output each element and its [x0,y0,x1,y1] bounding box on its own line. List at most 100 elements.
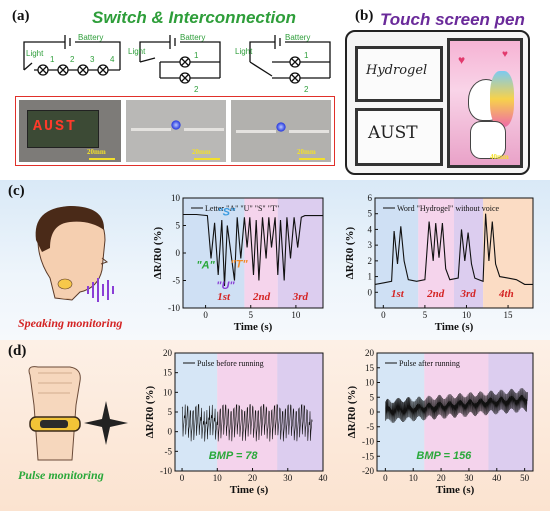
y-tick-label: 15 [365,363,375,373]
circuit-parallel [139,35,221,84]
segment-label: 4th [498,288,514,300]
y-tick-label: 20 [163,348,173,358]
bpm-annotation: BMP = 156 [416,450,472,462]
series-line [374,213,533,285]
lamp-2 [57,64,69,76]
circuit-3-light: Light [235,47,253,56]
x-tick-label: 30 [283,473,293,483]
y-axis-title: ΔR/R0 (%) [152,226,164,279]
circuit-3-node-2: 2 [304,85,309,94]
scale-line-3 [299,158,325,160]
series-line [183,213,323,287]
panel-a-title: Switch & Interconnection [92,8,297,27]
legend-label: Pulse after running [399,359,460,368]
wrist-illustration [28,366,128,461]
unicorn-body [470,121,506,159]
region-band-2 [277,353,323,471]
circuit-3-node-1: 1 [304,51,309,60]
led-array-photo: AUST 20mm [19,100,121,162]
hydrogel-word: Hydrogel [366,63,428,78]
scale-bar-2: 20mm [192,148,211,156]
x-axis-title: Time (s) [230,484,269,496]
wire-right-2 [289,130,329,133]
y-tick-label: -5 [367,422,375,432]
circuit-series [23,35,121,76]
letter-label: "A" [196,259,215,271]
scale-bar-b: 40mm [490,153,509,161]
lamp-1 [37,64,49,76]
pulse-monitoring-label: Pulse monitoring [18,468,104,482]
y-tick-label: 0 [176,248,181,258]
wire-left-2 [236,130,276,133]
panel-a-label: (a) [12,8,30,24]
segment-label: 3rd [459,288,476,300]
x-tick-label: 20 [248,473,258,483]
segment-label: 2nd [426,288,445,300]
led-text: AUST [33,118,78,135]
tablet-screen-hydrogel: Hydrogel [355,46,443,102]
x-axis-title: Time (s) [435,321,474,333]
y-tick-label: 0 [168,427,173,437]
panel-d-label: (d) [8,343,27,359]
x-axis-title: Time (s) [436,484,475,496]
x-tick-label: 0 [180,473,185,483]
x-tick-label: 5 [248,310,253,320]
y-tick-label: 0 [368,287,373,297]
y-tick-label: -15 [362,451,374,461]
y-tick-label: 3 [368,240,373,250]
region-band-0 [183,198,245,308]
y-tick-label: 10 [163,387,173,397]
circuit-2-node-2: 2 [194,85,199,94]
y-tick-label: 10 [365,378,375,388]
y-tick-label: -10 [362,437,374,447]
x-tick-label: 10 [409,473,419,483]
aust-word: AUST [368,123,418,143]
segment-label: 1st [217,291,231,303]
blue-led-2 [276,122,286,132]
x-tick-label: 0 [203,310,208,320]
tablet-unicorn-drawing: ♥ ♥ 40mm [447,38,523,168]
wire-right [184,128,224,131]
y-tick-label: -10 [168,303,180,313]
y-tick-label: -5 [173,276,181,286]
y-tick-label: 2 [368,256,373,266]
scale-line-1 [89,158,115,160]
y-tick-label: -5 [165,446,173,456]
x-tick-label: 15 [504,310,514,320]
wire-left [131,128,171,131]
x-tick-label: 0 [381,310,386,320]
x-tick-label: 20 [437,473,447,483]
heart-icon: ♥ [458,53,466,67]
y-tick-label: 0 [370,407,375,417]
circuit-3-battery: Battery [285,33,310,42]
switch-led-photo: 20mm [231,100,331,162]
y-tick-label: -20 [362,466,374,476]
region-band-2 [454,198,484,308]
circuit-2-light: Light [128,47,146,56]
region-band-3 [483,198,533,308]
speaking-monitoring-label: Speaking monitoring [18,316,123,330]
letter-label: "S" [217,207,236,219]
series-line [385,387,528,424]
speaking-illustration [35,206,114,302]
y-tick-label: 5 [368,209,373,219]
region-band-1 [418,198,454,308]
x-tick-label: 40 [492,473,502,483]
photo-strip: AUST 20mm 20mm 20mm [15,96,335,166]
legend-label: Letter "A" "U" "S" "T" [205,204,279,213]
y-axis-title: ΔR/R0 (%) [346,385,358,438]
x-tick-label: 30 [464,473,474,483]
x-tick-label: 10 [462,310,472,320]
scale-bar-1: 20mm [87,148,106,156]
lamp-4 [97,64,109,76]
legend-label: Pulse before running [197,359,264,368]
panel-c-label: (c) [8,183,25,199]
x-tick-label: 50 [520,473,530,483]
y-axis-title: ΔR/R0 (%) [345,226,356,279]
letter-label: "T" [230,258,248,270]
series-line [181,404,313,442]
x-tick-label: 0 [383,473,388,483]
